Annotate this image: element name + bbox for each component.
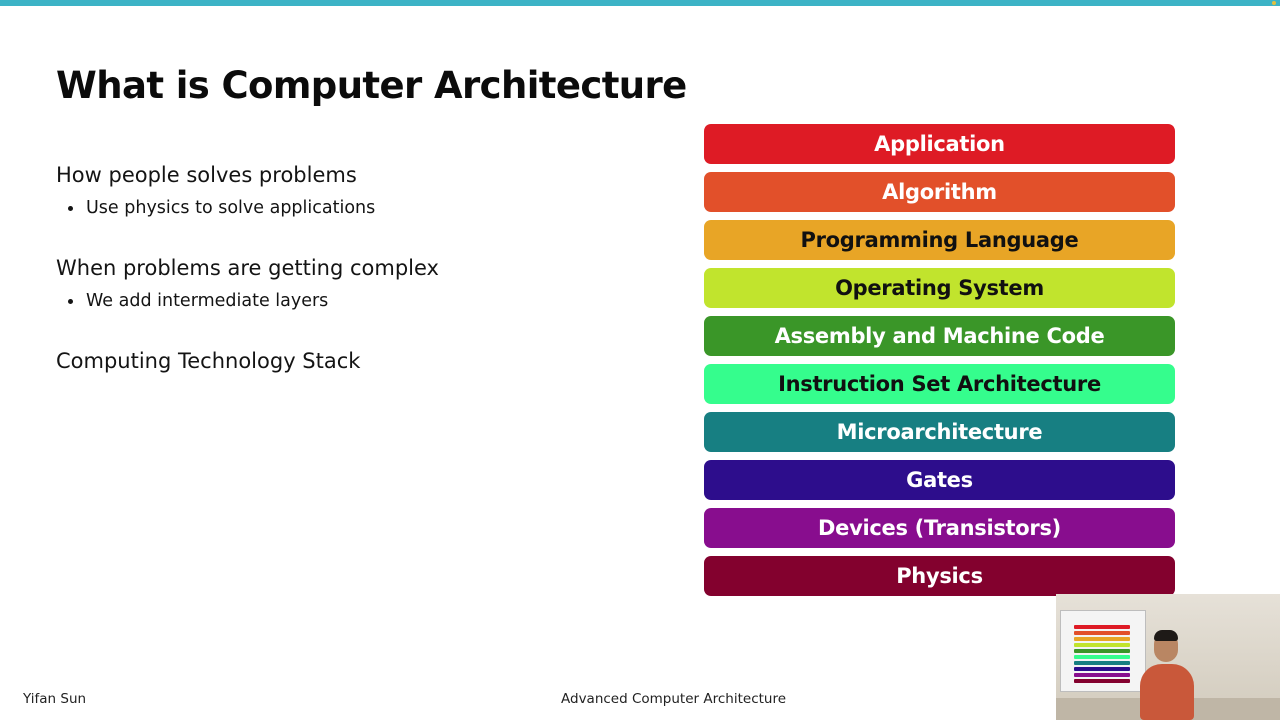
- stack-layer-assembly-and-machine-code: Assembly and Machine Code: [704, 316, 1175, 356]
- webcam-screen-bar: [1074, 667, 1130, 671]
- webcam-screen-bar: [1074, 655, 1130, 659]
- stack-layer-algorithm: Algorithm: [704, 172, 1175, 212]
- section-complex-problems: When problems are getting complex We add…: [56, 253, 656, 313]
- footer-author: Yifan Sun: [23, 691, 86, 707]
- slide-title: What is Computer Architecture: [56, 64, 687, 107]
- section-problem-solving: How people solves problems Use physics t…: [56, 160, 656, 220]
- webcam-screen-bar: [1074, 661, 1130, 665]
- bullet-text: Use physics to solve applications: [86, 198, 375, 218]
- stack-layer-application: Application: [704, 124, 1175, 164]
- webcam-screen-bar: [1074, 649, 1130, 653]
- stack-layer-devices-transistors: Devices (Transistors): [704, 508, 1175, 548]
- presenter-webcam-video: [1056, 594, 1280, 720]
- bullet-list: We add intermediate layers: [56, 289, 656, 313]
- section-heading: When problems are getting complex: [56, 253, 656, 283]
- presenter-figure: [1140, 664, 1194, 720]
- bullet-text: We add intermediate layers: [86, 291, 328, 311]
- webcam-screen-bar: [1074, 673, 1130, 677]
- section-heading: Computing Technology Stack: [56, 346, 656, 376]
- section-heading: How people solves problems: [56, 160, 656, 190]
- webcam-screen-bar: [1074, 643, 1130, 647]
- webcam-screen-bar: [1074, 637, 1130, 641]
- section-tech-stack: Computing Technology Stack: [56, 346, 656, 376]
- stack-layer-operating-system: Operating System: [704, 268, 1175, 308]
- webcam-screen-bar: [1074, 679, 1130, 683]
- presenter-hair: [1154, 630, 1178, 641]
- stack-layer-microarchitecture: Microarchitecture: [704, 412, 1175, 452]
- stack-layer-programming-language: Programming Language: [704, 220, 1175, 260]
- corner-dot: [1272, 1, 1276, 5]
- stack-layer-instruction-set-architecture: Instruction Set Architecture: [704, 364, 1175, 404]
- webcam-projected-slide-image: [1060, 610, 1146, 692]
- stack-layer-gates: Gates: [704, 460, 1175, 500]
- webcam-screen-bar: [1074, 625, 1130, 629]
- bullet-list: Use physics to solve applications: [56, 196, 656, 220]
- top-accent-bar: [0, 0, 1280, 6]
- bullet-item: We add intermediate layers: [56, 289, 656, 313]
- bullet-dot-icon: [68, 206, 73, 211]
- bullet-item: Use physics to solve applications: [56, 196, 656, 220]
- footer-course: Advanced Computer Architecture: [561, 691, 786, 707]
- slide-content: How people solves problems Use physics t…: [56, 160, 656, 376]
- bullet-dot-icon: [68, 299, 73, 304]
- stack-layer-physics: Physics: [704, 556, 1175, 596]
- webcam-screen-bar: [1074, 631, 1130, 635]
